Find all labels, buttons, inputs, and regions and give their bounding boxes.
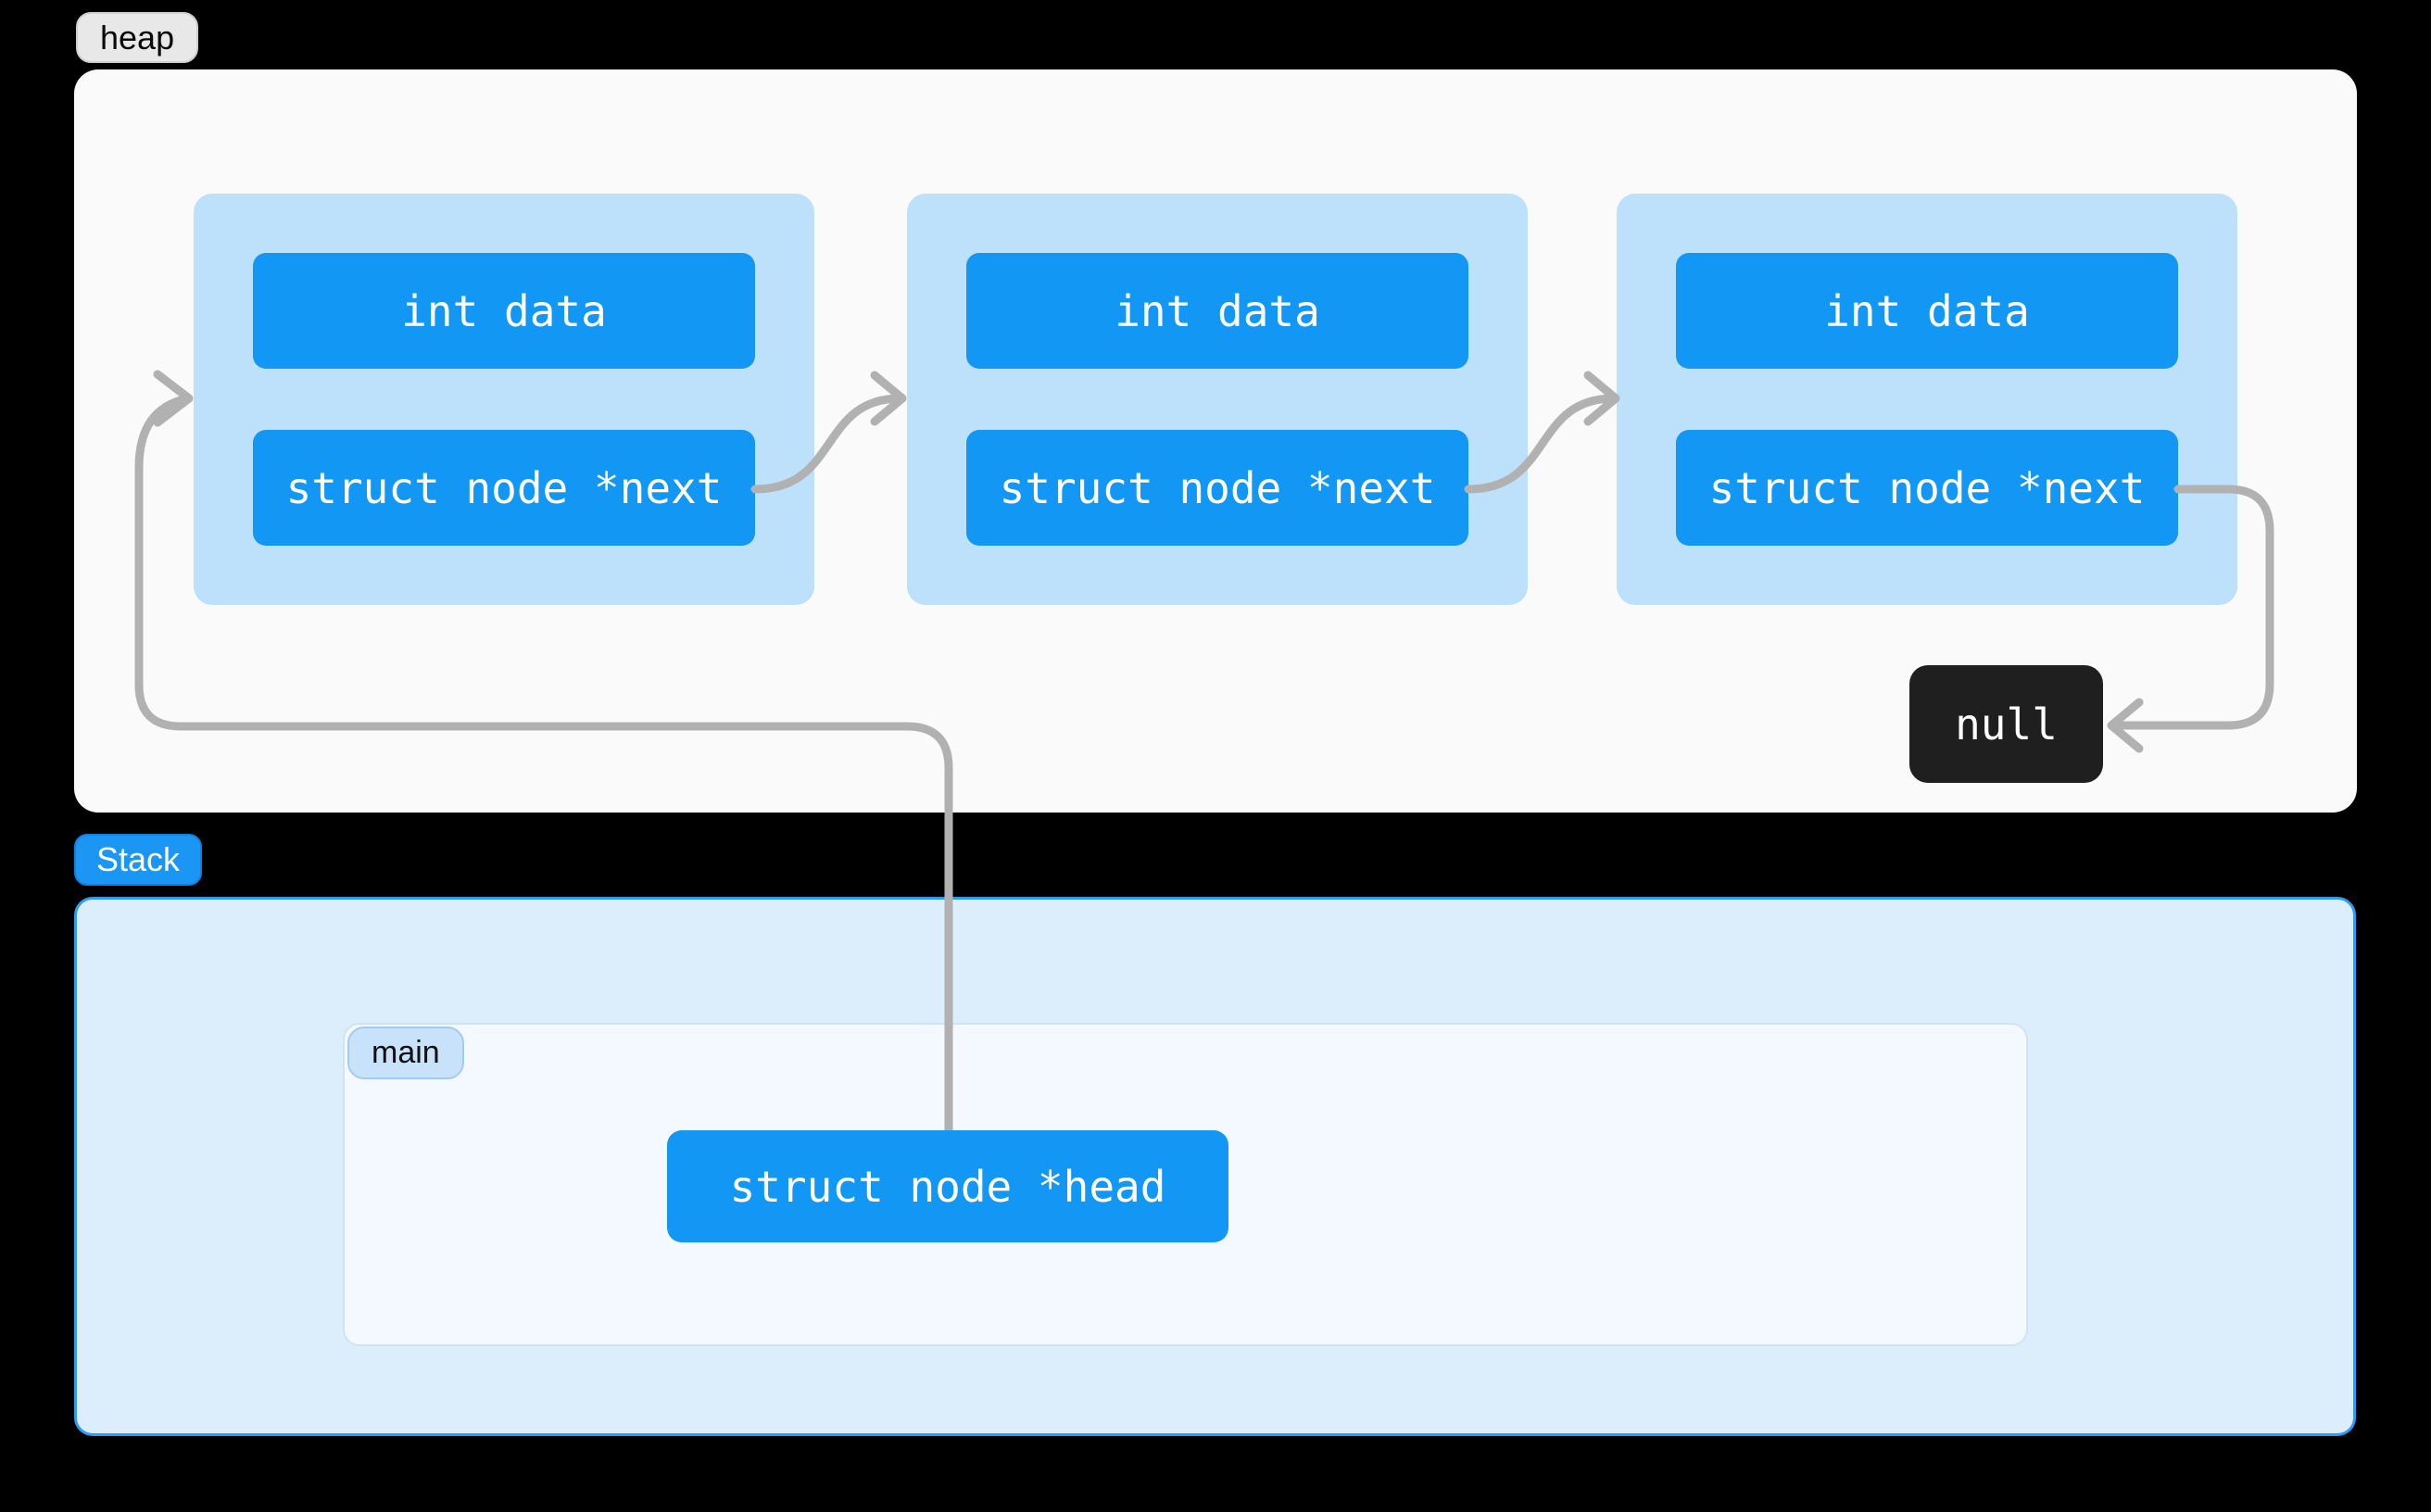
node-2-next-field[interactable]: struct node *next: [966, 430, 1468, 546]
stack-label[interactable]: Stack: [74, 834, 203, 886]
node-1-data-field[interactable]: int data: [253, 253, 755, 369]
main-frame-label-text: main: [372, 1035, 440, 1070]
stack-label-text: Stack: [96, 840, 181, 878]
linked-list-node-1[interactable]: int data struct node *next: [194, 194, 814, 605]
node-2-data-field[interactable]: int data: [966, 253, 1468, 369]
null-terminator-box[interactable]: null: [1909, 665, 2103, 783]
heap-label-text: heap: [100, 18, 175, 57]
heap-label[interactable]: heap: [76, 12, 199, 63]
node-3-data-field[interactable]: int data: [1676, 253, 2178, 369]
linked-list-node-2[interactable]: int data struct node *next: [907, 194, 1528, 605]
main-frame-label[interactable]: main: [347, 1027, 464, 1079]
head-pointer-variable[interactable]: struct node *head: [667, 1130, 1228, 1242]
node-3-next-field[interactable]: struct node *next: [1676, 430, 2178, 546]
linked-list-node-3[interactable]: int data struct node *next: [1617, 194, 2237, 605]
node-1-next-field[interactable]: struct node *next: [253, 430, 755, 546]
